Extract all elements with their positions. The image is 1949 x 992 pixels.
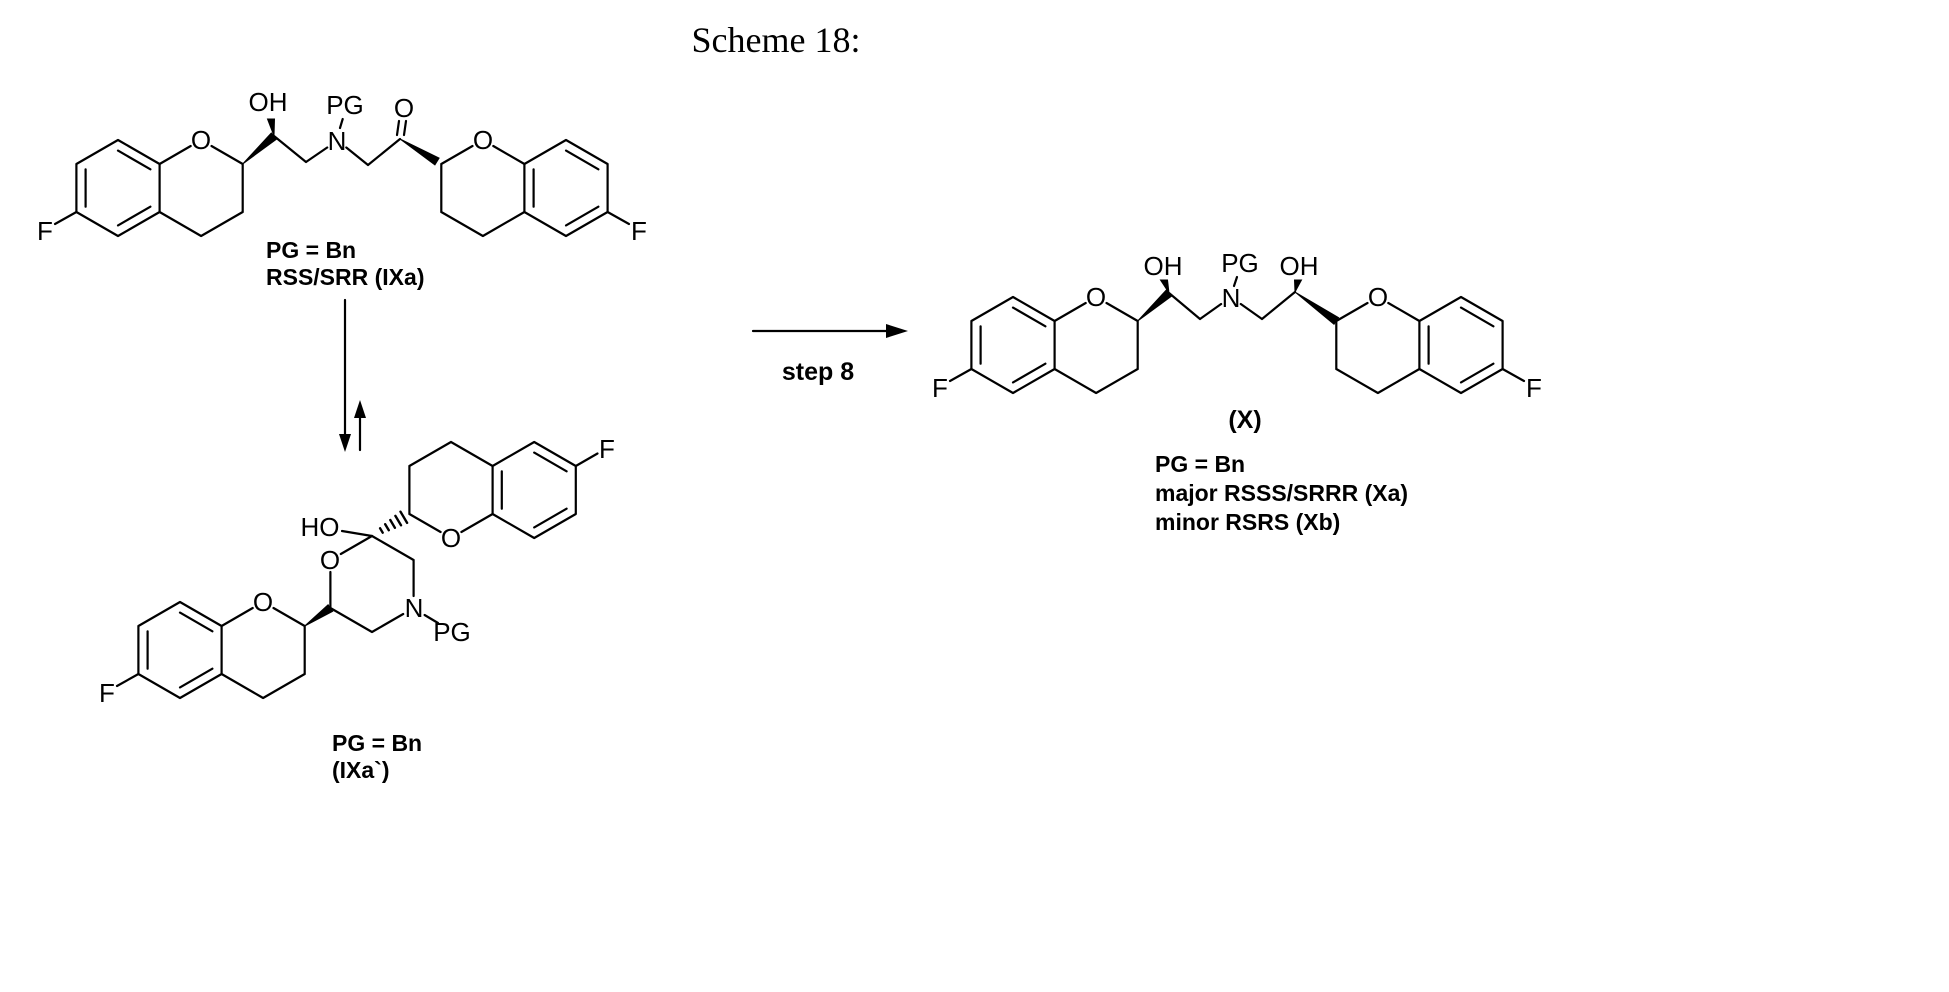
ring-oxygen-label: O xyxy=(1086,282,1106,312)
molecule-ketone-acyclic: O F OH PG N O O F PG = Bn RSS/SRR (IXa) xyxy=(37,87,647,290)
benzene-ring xyxy=(970,295,1056,395)
benzene-ring xyxy=(523,138,609,238)
morpholine-ring-bonds xyxy=(329,534,415,634)
compound-number-label: (X) xyxy=(1228,406,1261,434)
stereo-wedge xyxy=(399,138,440,166)
morpholine-oxygen-label: O xyxy=(320,545,340,575)
stereo-wedge xyxy=(1137,289,1173,322)
ring-oxygen-label: O xyxy=(253,587,273,617)
step-label: step 8 xyxy=(782,358,854,386)
hashed-stereo-bond xyxy=(378,510,409,534)
stereo-wedge xyxy=(242,132,278,165)
fluorine-label: F xyxy=(37,216,53,246)
caption-line: major RSSS/SRRR (Xa) xyxy=(1155,480,1408,506)
right-arrowhead-icon xyxy=(886,324,908,338)
fluorine-bond xyxy=(53,210,78,226)
stereo-wedge xyxy=(1294,291,1340,326)
fluorine-label: F xyxy=(631,216,647,246)
n-pg-bond xyxy=(423,613,440,625)
ho-bond xyxy=(340,529,374,538)
caption-line: PG = Bn xyxy=(266,237,356,263)
ring-oxygen-label: O xyxy=(1368,282,1388,312)
chain-bonds xyxy=(272,134,402,167)
caption-line: (IXa`) xyxy=(332,757,390,783)
fluorine-bond xyxy=(1501,367,1526,383)
hydroxyl-label: OH xyxy=(1144,251,1183,281)
caption-line: RSS/SRR (IXa) xyxy=(266,264,424,290)
molecule-hemiketal-cyclic: O F O N PG HO O F PG = Bn (IXa`) xyxy=(99,434,615,783)
protecting-group-label: PG xyxy=(326,90,364,120)
pyran-ring-bonds xyxy=(220,606,306,700)
pyran-ring-bonds xyxy=(440,144,526,238)
molecule-diol-product: O F OH PG N OH O F (X) PG = Bn major RSS… xyxy=(932,248,1542,535)
stereo-wedge-oh xyxy=(266,118,276,137)
nitrogen-label: N xyxy=(1222,283,1241,313)
n-pg-bond xyxy=(1232,275,1239,288)
protecting-group-label: PG xyxy=(1221,248,1259,278)
fluorine-label: F xyxy=(599,434,615,464)
n-pg-bond xyxy=(338,117,344,130)
pyran-ring-bonds xyxy=(408,440,494,534)
fluorine-bond xyxy=(574,452,599,468)
fluorine-label: F xyxy=(932,373,948,403)
nitrogen-label: N xyxy=(405,593,424,623)
benzene-ring xyxy=(75,138,161,238)
fluorine-bond xyxy=(948,367,973,383)
reaction-arrow: step 8 xyxy=(751,324,908,386)
pyran-ring-bonds xyxy=(1053,301,1139,395)
protecting-group-label: PG xyxy=(433,617,471,647)
fluorine-bond xyxy=(606,210,631,226)
fluorine-label: F xyxy=(1526,373,1542,403)
equilibrium-arrows xyxy=(339,298,366,452)
carbonyl-oxygen-label: O xyxy=(394,93,414,123)
pyran-ring-bonds xyxy=(158,144,244,238)
caption-line: minor RSRS (Xb) xyxy=(1155,509,1340,535)
caption-line: PG = Bn xyxy=(1155,451,1245,477)
ring-oxygen-label: O xyxy=(191,125,211,155)
pyran-ring-bonds xyxy=(1335,301,1421,395)
benzene-ring xyxy=(1418,295,1504,395)
carbonyl-double-bond xyxy=(395,119,408,137)
caption-line: PG = Bn xyxy=(332,730,422,756)
ring-oxygen-label: O xyxy=(441,523,461,553)
benzene-ring xyxy=(137,600,223,700)
hydroxyl-label: HO xyxy=(301,512,340,542)
hydroxyl-label: OH xyxy=(1280,251,1319,281)
chain-bonds xyxy=(1167,290,1297,321)
hydroxyl-label: OH xyxy=(249,87,288,117)
nitrogen-label: N xyxy=(328,126,347,156)
benzene-ring xyxy=(491,440,577,540)
stereo-wedge xyxy=(304,603,334,627)
down-arrowhead-icon xyxy=(339,434,351,452)
up-arrowhead-icon xyxy=(354,400,366,418)
stereo-wedge-oh xyxy=(1293,279,1303,294)
stereo-wedge-oh xyxy=(1159,279,1170,294)
ring-oxygen-label: O xyxy=(473,125,493,155)
scheme-title: Scheme 18: xyxy=(692,20,861,60)
fluorine-label: F xyxy=(99,678,115,708)
fluorine-bond xyxy=(115,672,140,688)
